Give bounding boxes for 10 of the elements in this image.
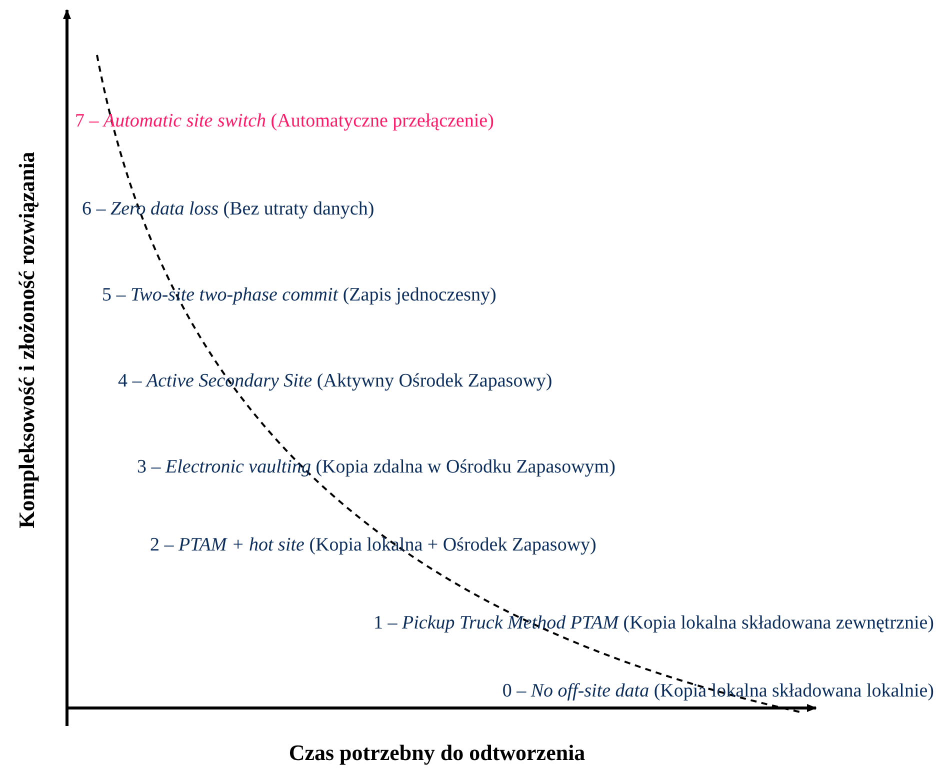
tier-label: 6 – Zero data loss (Bez utraty danych) [82,200,374,218]
tier-label: 3 – Electronic vaulting (Kopia zdalna w Ośrodku Zapasowym) [137,458,616,476]
tier-label: 4 – Active Secondary Site (Aktywny Ośrodek Zapasowy) [118,372,552,390]
tier-label: 5 – Two-site two-phase commit (Zapis jednoczesny) [102,286,496,304]
tier-label: 0 – No off-site data (Kopia lokalna składowana lokalnie) [502,682,934,700]
tier-label: 2 – PTAM + hot site (Kopia lokalna + Ośrodek Zapasowy) [150,536,596,554]
axis-title: Czas potrzebny do odtworzenia [288,740,586,766]
axis-title: Kompleksowość i złożoność rozwiązania [14,152,40,528]
tier-label: 7 – Automatic site switch (Automatyczne przełączenie) [75,112,494,130]
tier-label: 1 – Pickup Truck Method PTAM (Kopia lokalna składowana zewnętrznie) [374,614,934,632]
